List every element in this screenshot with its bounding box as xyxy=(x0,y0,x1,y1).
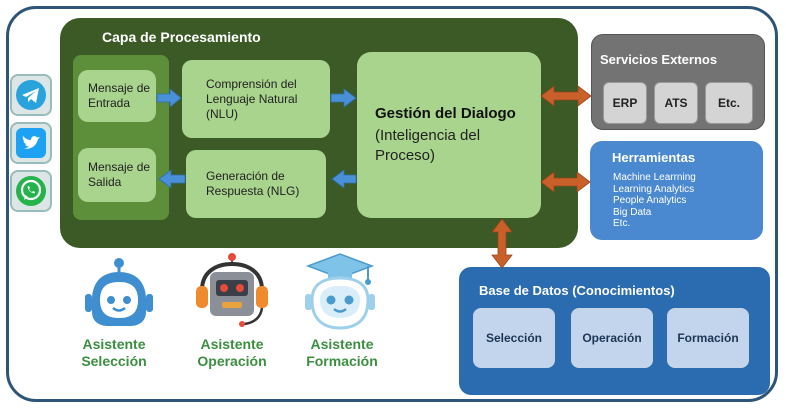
robot-operacion-icon xyxy=(196,253,268,327)
tools-item: Big Data xyxy=(613,206,652,218)
database-formacion: Formación xyxy=(667,308,749,368)
assistant-seleccion-label: Asistente Selección xyxy=(81,336,147,369)
whatsapp-icon xyxy=(10,170,52,212)
tools-item: Etc. xyxy=(613,218,631,229)
tools-panel xyxy=(590,141,763,240)
telegram-icon xyxy=(10,74,52,116)
arrow-dialog-database xyxy=(491,218,513,269)
database-title: Base de Datos (Conocimientos) xyxy=(479,283,675,298)
arrow-input-to-nlu xyxy=(156,88,182,108)
arrow-nlu-to-dialog xyxy=(330,88,357,108)
processing-layer-title: Capa de Procesamiento xyxy=(102,29,261,45)
assistant-formacion-label: Asistente Formación xyxy=(306,336,378,369)
arrow-dialog-to-nlg xyxy=(331,169,357,189)
service-erp: ERP xyxy=(603,82,647,124)
tools-list: Machine Learrning Learning Analytics Peo… xyxy=(613,172,696,230)
arrow-nlg-to-output xyxy=(158,169,186,189)
database-operacion: Operación xyxy=(571,308,653,368)
robot-formacion-icon xyxy=(305,253,375,330)
tools-item: Machine Learrning xyxy=(613,172,696,183)
arrow-dialog-tools xyxy=(540,171,591,193)
external-services-title: Servicios Externos xyxy=(600,52,718,67)
twitter-icon xyxy=(10,122,52,164)
assistant-operacion-label: Asistente Operación xyxy=(197,336,267,369)
robot-seleccion-icon xyxy=(85,258,153,326)
database-seleccion: Selección xyxy=(473,308,555,368)
arrow-dialog-services xyxy=(540,85,592,107)
tools-item: People Analytics xyxy=(613,195,687,206)
dialog-management-box: Gestión del Dialogo (Inteligencia del Pr… xyxy=(357,52,541,218)
tools-title: Herramientas xyxy=(612,150,696,165)
input-message-box: Mensaje de Entrada xyxy=(78,70,156,122)
nlg-box: Generación de Respuesta (NLG) xyxy=(186,150,326,218)
tools-item: Learning Analytics xyxy=(613,183,695,195)
service-etc: Etc. xyxy=(705,82,753,124)
nlu-box: Comprensión del Lenguaje Natural (NLU) xyxy=(182,60,330,138)
output-message-box: Mensaje de Salida xyxy=(78,148,156,202)
service-ats: ATS xyxy=(654,82,698,124)
dialog-management-subtitle-1: (Inteligencia del xyxy=(375,126,481,144)
dialog-management-subtitle-2: Proceso) xyxy=(375,146,436,164)
dialog-management-title: Gestión del Dialogo xyxy=(375,104,516,122)
